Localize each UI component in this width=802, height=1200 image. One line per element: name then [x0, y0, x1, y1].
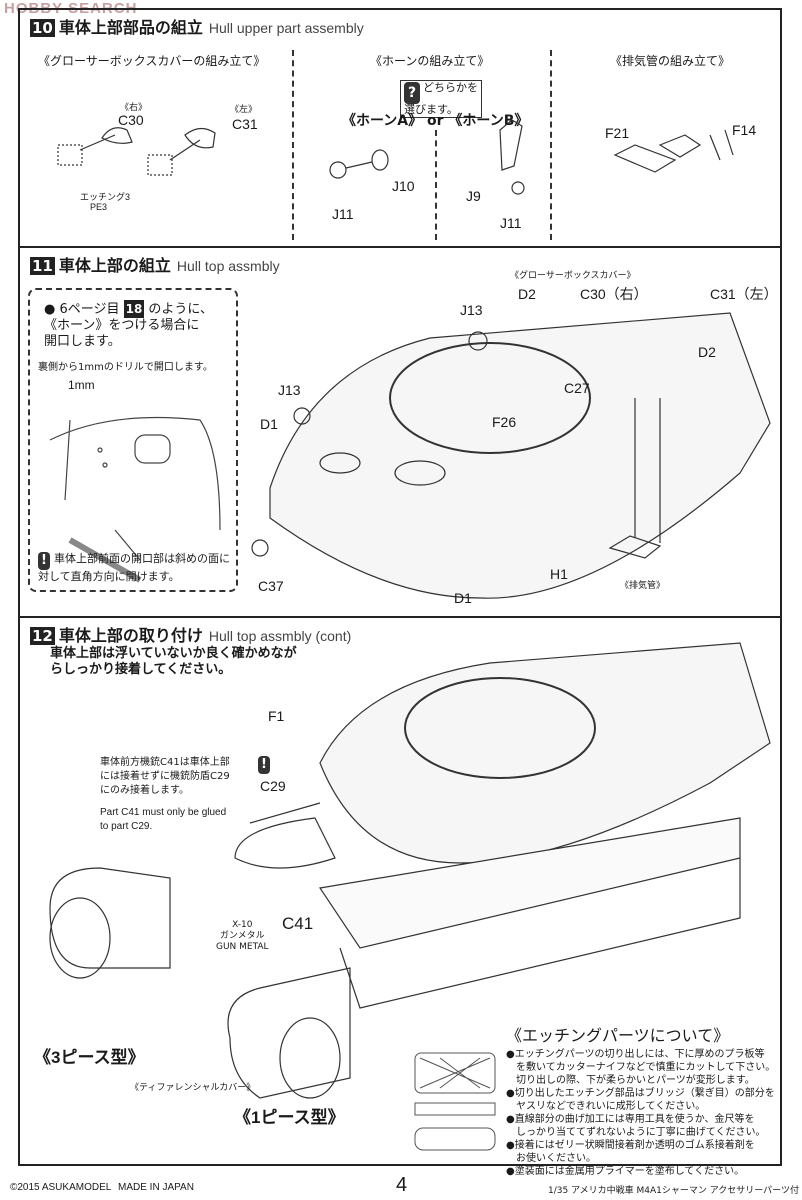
label-grouser-cover: 《グローサーボックスカバー》 [510, 270, 636, 280]
step-title-en: Hull upper part assembly [208, 20, 364, 36]
section-exhaust: 《排気管の組み立て》 [610, 54, 731, 68]
paint-name-en: GUN METAL [216, 942, 269, 952]
label-three-piece: 《3ピース型》 [34, 1048, 145, 1067]
section-grouser: 《グローサーボックスカバーの組み立て》 [38, 54, 266, 68]
paint-code: X-10 [232, 920, 253, 930]
label-pe3-en: PE3 [90, 202, 108, 212]
label-f26: F26 [492, 414, 517, 430]
note-text: 《ホーン》をつける場合に [44, 318, 200, 333]
label-differential-cover: 《ティファレンシャルカバー》 [130, 1082, 256, 1092]
divider [292, 50, 294, 240]
etching-item: ●エッチングパーツの切り出しには、下に厚めのプラ板等 を敷いてカッターナイフなど… [506, 1049, 776, 1086]
label-c30: C30 [118, 112, 144, 128]
label-d2: D2 [698, 344, 716, 360]
label-j9: J9 [466, 188, 481, 204]
copyright: ©2015 ASUKAMODEL [10, 1182, 112, 1193]
etching-illustration [414, 1052, 496, 1151]
choice-note: ?どちらかを 選びます。 [400, 80, 482, 118]
label-c31-left: C31（左） [710, 286, 778, 302]
step-number: 11 [30, 257, 55, 275]
label-j10: J10 [392, 178, 415, 194]
label-j11: J11 [500, 215, 522, 231]
label-c27: C27 [564, 380, 590, 396]
label-c31: C31 [232, 116, 258, 132]
label-f14: F14 [732, 122, 757, 138]
step-title-en: Hull top assmbly [176, 258, 280, 274]
label-d2: D2 [518, 286, 536, 302]
etching-item: ●接着にはゼリー状瞬間接着剤か透明のゴム系接着剤を お使いください。 [506, 1140, 755, 1164]
label-h1: H1 [550, 566, 568, 582]
c41-note-en: Part C41 must only be glued to part C29. [100, 807, 227, 832]
caution-note: !車体上部前面の開口部は斜めの面に 対して直角方向に開けます。 [38, 552, 230, 584]
horn-options: 《ホーンA》 or 《ホーンB》 [342, 113, 529, 129]
label-f1: F1 [268, 708, 285, 724]
made-in: MADE IN JAPAN [118, 1182, 194, 1193]
paint-callout: X-10 ガンメタル GUN METAL [216, 920, 269, 953]
label-one-piece: 《1ピース型》 [234, 1108, 345, 1127]
label-j11: J11 [332, 206, 354, 222]
divider [550, 50, 552, 240]
choice-note-text: どちらかを 選びます。 [404, 81, 478, 116]
label-c41: C41 [282, 914, 314, 933]
question-icon: ? [404, 82, 420, 104]
label-left: 《左》 [230, 104, 258, 114]
etching-item: ●直線部分の曲げ加工には専用工具を使うか、金尺等を しっかり当ててずれないように… [506, 1114, 766, 1138]
label-c37: C37 [258, 578, 284, 594]
step-10-parts-drawing [57, 119, 734, 195]
hull-assembly-drawing [49, 642, 771, 1099]
step-number: 10 [30, 19, 55, 37]
step-number: 12 [30, 627, 55, 645]
ref-step: 18 [123, 300, 145, 318]
etching-item: ●塗装面には金属用プライマーを塗布してください。 [506, 1166, 745, 1177]
caution-text: 車体上部前面の開口部は斜めの面に 対して直角方向に開けます。 [38, 552, 230, 583]
label-c29: C29 [260, 778, 286, 794]
caution-icon: ! [38, 552, 50, 570]
drill-text: 裏側から1mmのドリルで開口します。 [38, 362, 213, 373]
label-j13: J13 [460, 302, 483, 318]
step-title: 車体上部部品の組立 [58, 18, 203, 37]
label-exhaust: 《排気管》 [620, 580, 666, 590]
paint-name-ja: ガンメタル [219, 931, 265, 941]
hull-front-detail [49, 416, 221, 583]
section-horn: 《ホーンの組み立て》 [370, 54, 490, 68]
c41-note-ja: 車体前方機銃C41は車体上部 には接着せずに機銃防盾C29 にのみ接着します。 [100, 757, 230, 796]
label-f21: F21 [605, 125, 630, 141]
etching-title: 《エッチングパーツについて》 [506, 1026, 730, 1045]
note-text: のように、 [148, 302, 213, 317]
note-text: 6ページ目 [59, 302, 120, 317]
step-title: 車体上部の組立 [58, 256, 171, 275]
note-text: 開口します。 [44, 334, 121, 349]
label-d1: D1 [260, 416, 278, 432]
hull-top-drawing [251, 312, 771, 599]
label-1mm: 1mm [68, 378, 95, 392]
etching-notes: 《エッチングパーツについて》 ●エッチングパーツの切り出しには、下に厚めのプラ板… [506, 1022, 786, 1178]
label-j13: J13 [278, 382, 301, 398]
caution-icon: ! [258, 756, 270, 774]
label-c30-right: C30（右） [580, 286, 648, 302]
step-title-en: Hull top assmbly (cont) [208, 628, 352, 644]
divider [435, 130, 437, 240]
product-name: 1/35 アメリカ中戦車 M4A1シャーマン アクセサリーパーツ付 [548, 1186, 799, 1196]
etching-item: ●切り出したエッチング部品はブリッジ（繋ぎ目）の部分を ヤスリなどできれいに成形… [506, 1088, 775, 1112]
label-pe3: エッチング3 [80, 192, 131, 202]
label-d1: D1 [454, 590, 472, 606]
step-title: 車体上部の取り付け [58, 626, 203, 645]
step-12-instruction: 車体上部は浮いていないか良く確かめなが らしっかり接着してください。 [50, 646, 297, 677]
label-right: 《右》 [120, 102, 148, 112]
page-number: 4 [396, 1174, 408, 1196]
